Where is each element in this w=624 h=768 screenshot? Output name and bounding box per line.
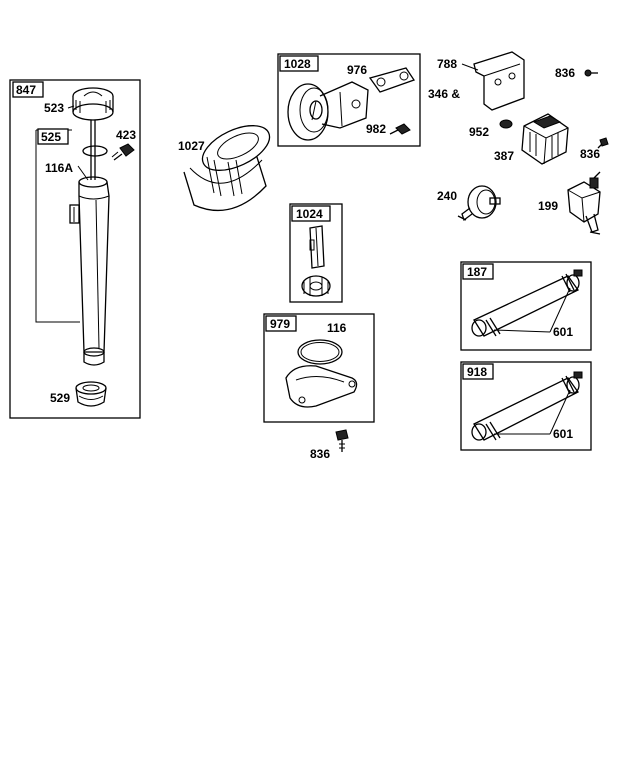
assembly-525-frame (35, 130, 80, 323)
callout-423: 423 (116, 128, 136, 142)
assembly-1028-frame (277, 53, 421, 147)
assembly-187-number: 187 (467, 265, 487, 279)
fuel-pump-bracket-788 (473, 51, 525, 111)
oil-filter-1027 (183, 125, 271, 212)
assembly-979: 979 (263, 313, 375, 423)
callout-240: 240 (437, 189, 457, 203)
fuel-pump-387 (521, 113, 569, 165)
assembly-1028: 1028 (277, 53, 421, 147)
dipstick-tube (69, 176, 110, 366)
assembly-918-frame (460, 361, 592, 451)
leader-788 (461, 63, 479, 71)
assembly-847-frame (9, 79, 141, 419)
assembly-847-number: 847 (16, 83, 36, 97)
callout-1027: 1027 (178, 139, 205, 153)
grommet-952 (499, 119, 513, 129)
callout-952: 952 (469, 125, 489, 139)
screw-836-right (597, 137, 609, 149)
assembly-979-number: 979 (270, 317, 290, 331)
leader-523 (67, 105, 75, 109)
callout-836-bottom: 836 (310, 447, 330, 461)
assembly-1024: 1024 (289, 203, 343, 303)
callout-836-right: 836 (580, 147, 600, 161)
screw-836-bottom (335, 429, 349, 452)
callout-982: 982 (366, 122, 386, 136)
callout-387: 387 (494, 149, 514, 163)
grommet-529 (75, 381, 107, 407)
callout-976: 976 (347, 63, 367, 77)
callout-788: 788 (437, 57, 457, 71)
assembly-525-number: 525 (41, 130, 61, 144)
assembly-187: 187 (460, 261, 592, 351)
assembly-1024-number: 1024 (296, 207, 323, 221)
assembly-979-tag (265, 315, 297, 332)
assembly-525-tag (37, 128, 69, 145)
assembly-187-frame (460, 261, 592, 351)
assembly-1028-tag (279, 55, 319, 72)
o-ring-116a (82, 145, 108, 157)
callout-523: 523 (44, 101, 64, 115)
screw-836-top (584, 69, 598, 77)
callout-601-b: 601 (553, 427, 573, 441)
assembly-918-tag (462, 363, 494, 380)
assembly-847: 847 525 523 116A (9, 79, 141, 419)
assembly-1028-number: 1028 (284, 57, 311, 71)
callout-601-a: 601 (553, 325, 573, 339)
assembly-847-tag (12, 81, 44, 98)
callout-199: 199 (538, 199, 558, 213)
callout-116a: 116A (45, 161, 73, 175)
shutoff-valve-199 (567, 171, 601, 235)
callout-836-top: 836 (555, 66, 575, 80)
assembly-1024-tag (291, 205, 331, 222)
assembly-187-tag (462, 263, 494, 280)
dipstick-cap (72, 87, 114, 121)
fuel-filter-240 (457, 185, 501, 222)
assembly-979-frame (263, 313, 375, 423)
assembly-918-number: 918 (467, 365, 487, 379)
screw-423 (111, 143, 135, 161)
assembly-918: 918 (460, 361, 592, 451)
callout-346: 346 & (428, 87, 460, 101)
callout-529: 529 (50, 391, 70, 405)
assembly-1024-frame (289, 203, 343, 303)
callout-116: 116 (327, 321, 347, 335)
